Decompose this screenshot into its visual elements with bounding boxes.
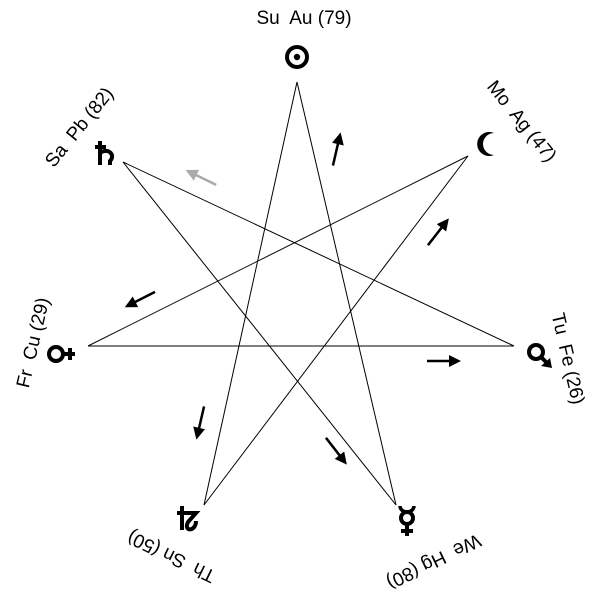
arrow-icon bbox=[426, 218, 449, 246]
heptagram-lines bbox=[87, 81, 515, 506]
sun-label: Su Au (79) bbox=[256, 8, 351, 29]
arrow-faded-icon bbox=[185, 169, 217, 187]
mars-label: Tu Fe (26) bbox=[547, 311, 588, 407]
jupiter-icon bbox=[177, 506, 201, 532]
moon-icon bbox=[477, 132, 494, 156]
line-sun-jupiter bbox=[203, 81, 298, 506]
line-jupiter-moon bbox=[203, 155, 469, 506]
arrow-icon bbox=[331, 132, 344, 166]
arrow-icon bbox=[193, 406, 206, 440]
planet-symbols bbox=[47, 45, 552, 536]
sun-icon bbox=[285, 45, 309, 69]
venus-icon bbox=[47, 345, 75, 363]
saturn-icon bbox=[95, 141, 115, 165]
moon-label: Mo Ag (47) bbox=[482, 77, 560, 167]
mars-icon bbox=[527, 343, 552, 368]
arrow-icon bbox=[324, 437, 347, 465]
jupiter-label: Th Sn (50) bbox=[124, 526, 219, 587]
line-mars-saturn bbox=[122, 161, 515, 347]
line-mercury-sun bbox=[296, 81, 397, 506]
direction-arrows bbox=[124, 132, 461, 465]
venus-label: Fr Cu (29) bbox=[13, 296, 54, 390]
line-saturn-mercury bbox=[122, 161, 397, 506]
mercury-label: We Hg (80) bbox=[383, 529, 484, 593]
arrow-icon bbox=[427, 355, 461, 367]
mercury-icon bbox=[398, 505, 416, 536]
arrow-icon bbox=[124, 290, 156, 308]
line-moon-venus bbox=[87, 155, 469, 347]
saturn-label: Sa Pb (82) bbox=[41, 84, 118, 172]
